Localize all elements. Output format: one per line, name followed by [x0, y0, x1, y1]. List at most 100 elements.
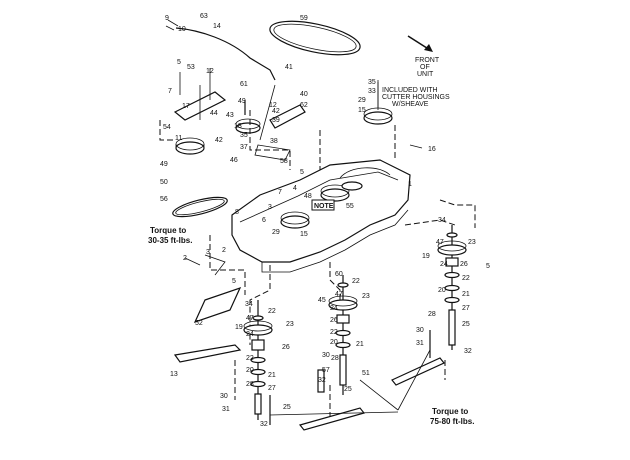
callout: 24 [246, 331, 254, 338]
callout: 61 [240, 81, 248, 88]
pulley-deck-center [320, 188, 350, 202]
blade-center [298, 407, 366, 431]
callout: 3 [268, 204, 272, 211]
callout: 42 [215, 137, 223, 144]
callout: 62 [300, 102, 308, 109]
callout: 32 [464, 348, 472, 355]
callout: 19 [422, 253, 430, 260]
callout: 6 [262, 217, 266, 224]
callout: 26 [330, 317, 338, 324]
callout: 35 [240, 132, 248, 139]
svg-text:OF: OF [420, 64, 430, 71]
blade-left [173, 344, 242, 363]
svg-text:75-80 ft-lbs.: 75-80 ft-lbs. [430, 417, 474, 426]
callout: 42 [272, 108, 280, 115]
callout: 46 [230, 157, 238, 164]
callout: 45 [318, 297, 326, 304]
svg-text:Torque to: Torque to [432, 407, 468, 416]
callout: 3 [206, 249, 210, 256]
callout: 21 [268, 372, 276, 379]
callout: 58 [280, 158, 288, 165]
callout: 5 [232, 278, 236, 285]
callout: 19 [235, 324, 243, 331]
pulley-right-top [363, 111, 393, 125]
pulley-idler-center [235, 122, 261, 134]
callout: 63 [200, 13, 208, 20]
callout: 15 [300, 231, 308, 238]
discharge-plate [193, 286, 242, 324]
callout: 34 [438, 217, 446, 224]
pulley-deck-right [341, 181, 363, 191]
callout: 2 [222, 247, 226, 254]
callout: 41 [285, 64, 293, 71]
callout: 33 [368, 88, 376, 95]
callout: 47 [436, 239, 444, 246]
callout: 16 [428, 146, 436, 153]
callout: 31 [222, 406, 230, 413]
callout: 21 [356, 341, 364, 348]
callout: 23 [286, 321, 294, 328]
callout: 23 [362, 293, 370, 300]
mower-deck-housing [231, 159, 411, 263]
callout: 48 [304, 193, 312, 200]
spindle-left [243, 300, 273, 425]
callout: 9 [165, 15, 169, 22]
svg-text:INCLUDED WITH: INCLUDED WITH [382, 87, 438, 94]
callout: 21 [462, 291, 470, 298]
small-belt [172, 196, 228, 218]
callout: 30 [416, 327, 424, 334]
callout: 43 [226, 112, 234, 119]
blade-right [391, 357, 445, 386]
callout: 17 [182, 103, 190, 110]
callout: 39 [272, 117, 280, 124]
callout: 15 [358, 107, 366, 114]
callout: 13 [170, 371, 178, 378]
callout: 49 [160, 161, 168, 168]
note-text: NOTE [314, 203, 334, 210]
torque-note-spindle-pulleys: Torque to 30-35 ft-lbs. [148, 226, 192, 245]
callout: 29 [358, 97, 366, 104]
callout: 20 [438, 287, 446, 294]
svg-text:W/SHEAVE: W/SHEAVE [392, 101, 429, 108]
callout: 14 [213, 23, 221, 30]
callout: 60 [335, 271, 343, 278]
callout: 34 [245, 301, 253, 308]
note-box [311, 199, 335, 211]
callout: 28 [246, 381, 254, 388]
callout: 44 [210, 110, 218, 117]
callout: 59 [300, 15, 308, 22]
callout: 4 [293, 185, 297, 192]
callout: 22 [268, 308, 276, 315]
callout: 5 [300, 169, 304, 176]
control-cable [175, 27, 276, 81]
callout: 25 [462, 321, 470, 328]
callout: 12 [269, 102, 277, 109]
included-with-note: INCLUDED WITH CUTTER HOUSINGS W/SHEAVE [382, 87, 450, 108]
callout: 24 [330, 305, 338, 312]
callout: 52 [195, 320, 203, 327]
callout: 28 [331, 355, 339, 362]
callout-numbers: 9 63 10 14 59 5 53 12 7 41 61 49 40 12 6… [160, 13, 490, 428]
svg-text:30-35 ft-lbs.: 30-35 ft-lbs. [148, 236, 192, 245]
callout: 32 [260, 421, 268, 428]
pulley-deck-left [280, 215, 310, 229]
callout: 53 [187, 64, 195, 71]
callout: 2 [183, 255, 187, 262]
callout: 10 [178, 26, 186, 33]
callout: 11 [175, 135, 182, 142]
drive-belt [269, 20, 361, 56]
callout: 56 [160, 196, 168, 203]
svg-text:CUTTER HOUSINGS: CUTTER HOUSINGS [382, 94, 450, 101]
svg-text:Torque to: Torque to [150, 226, 186, 235]
callout: 51 [362, 370, 370, 377]
callout: 29 [272, 229, 280, 236]
callout: 1 [408, 181, 412, 188]
callout: 25 [344, 386, 352, 393]
svg-text:FRONT: FRONT [415, 57, 440, 64]
callout: 26 [282, 344, 290, 351]
callout: 8 [235, 209, 239, 216]
callout: 27 [268, 385, 276, 392]
callout: 20 [330, 339, 338, 346]
